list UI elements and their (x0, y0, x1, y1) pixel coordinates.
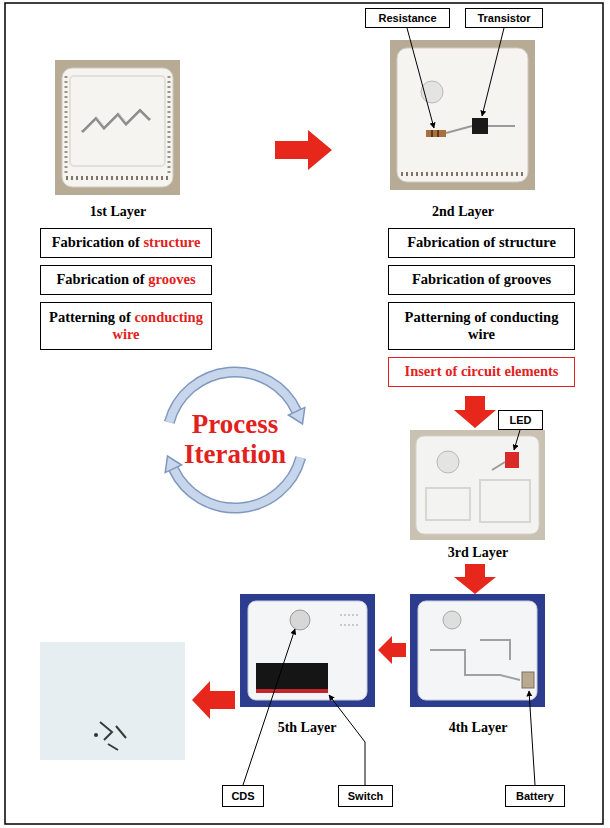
callout-box: Transistor (465, 8, 543, 28)
callout-text: CDS (231, 790, 254, 802)
callout-box: LED (498, 410, 543, 430)
photo-ground (55, 60, 180, 195)
text-part: Fabrication of (56, 271, 148, 287)
layer-label: 3rd Layer (446, 545, 510, 561)
callout-text: LED (510, 414, 532, 426)
battery (522, 672, 534, 688)
process-box: Patterning of conducting wire (40, 302, 212, 350)
cycle-head (165, 456, 181, 473)
callout-box: Resistance (365, 8, 450, 28)
leader-line (514, 430, 520, 450)
callout-text: Transistor (477, 12, 530, 24)
process-box: Insert of circuit elements (388, 357, 575, 387)
process-arrow (275, 130, 332, 170)
step-text: Fabrication of structure (52, 234, 201, 251)
process-arrow (378, 636, 406, 664)
step-text: Fabrication of grooves (56, 271, 195, 288)
layer3-photo (410, 430, 545, 540)
highlight-word: structure (143, 234, 200, 250)
wire (488, 125, 515, 127)
leader-line (329, 695, 365, 785)
wire (446, 126, 472, 133)
photo-ground (390, 40, 535, 190)
layer-label: 4th Layer (447, 720, 510, 736)
switch (256, 663, 328, 689)
finished-part-photo (40, 642, 185, 760)
layer1-photo (55, 60, 180, 195)
layer-label: 5th Layer (276, 720, 339, 736)
process-title: Process Iteration (158, 410, 312, 469)
ridge (66, 176, 169, 180)
led (505, 452, 519, 468)
groove (70, 76, 165, 166)
process-box: Fabrication of grooves (40, 265, 212, 295)
step-text: Fabrication of grooves (412, 271, 551, 288)
process-arrow (192, 681, 235, 719)
process-box: Fabrication of structure (40, 228, 212, 258)
vent (340, 614, 358, 616)
leader-line (482, 28, 504, 116)
text-part: Patterning of (49, 309, 134, 325)
callout-text: Battery (516, 790, 554, 802)
process-arrow (454, 396, 496, 428)
lid (40, 642, 185, 760)
tray (397, 48, 528, 182)
groove (480, 480, 530, 522)
wire (430, 650, 520, 680)
tray (416, 436, 539, 534)
resistor-band (431, 130, 433, 137)
switch-edge (256, 689, 328, 693)
resistor (426, 130, 446, 137)
process-arrow (454, 564, 496, 594)
vent (340, 624, 358, 626)
layer-label: 1st Layer (88, 204, 148, 220)
transistor (472, 118, 488, 134)
layer5-photo (240, 594, 375, 707)
ridge (401, 172, 524, 176)
cds-sensor (290, 610, 310, 630)
photo-ground (410, 594, 545, 707)
highlight-word: grooves (148, 271, 195, 287)
cds-hole (437, 451, 459, 473)
leader-line (529, 691, 535, 785)
callout-box: CDS (222, 785, 264, 807)
layer4-photo (410, 594, 545, 707)
tray (418, 601, 537, 700)
ridge (168, 76, 171, 176)
tray (62, 68, 173, 187)
resistor-band (437, 130, 439, 137)
figure-frame (5, 3, 603, 824)
photo-ground (240, 594, 375, 707)
ridge (65, 76, 68, 176)
text-part: Fabrication of (52, 234, 144, 250)
surface-mark (100, 722, 126, 750)
callout-box: Switch (338, 785, 393, 807)
process-box: Fabrication of structure (388, 228, 575, 258)
layer-label: 2nd Layer (430, 204, 496, 220)
leader-line (407, 28, 434, 128)
groove (426, 488, 470, 520)
callout-text: Switch (348, 790, 383, 802)
leader-line (243, 629, 295, 785)
wire-highlight (82, 108, 150, 130)
process-box: Patterning of conducting wire (388, 302, 575, 350)
tray (248, 601, 367, 700)
callout-text: Resistance (378, 12, 436, 24)
step-text: Patterning of conducting wire (46, 309, 206, 344)
photo-ground (410, 430, 545, 540)
cycle-head (288, 407, 304, 424)
step-text: Fabrication of structure (407, 234, 556, 251)
callout-box: Battery (505, 785, 565, 807)
process-box: Fabrication of grooves (388, 265, 575, 295)
wire (492, 462, 505, 470)
step-text: Patterning of conducting wire (394, 309, 569, 344)
layer2-photo (390, 40, 535, 190)
step-text: Insert of circuit elements (405, 363, 559, 380)
wire (480, 640, 510, 660)
cds-hole (443, 611, 461, 629)
surface-mark (94, 733, 98, 737)
